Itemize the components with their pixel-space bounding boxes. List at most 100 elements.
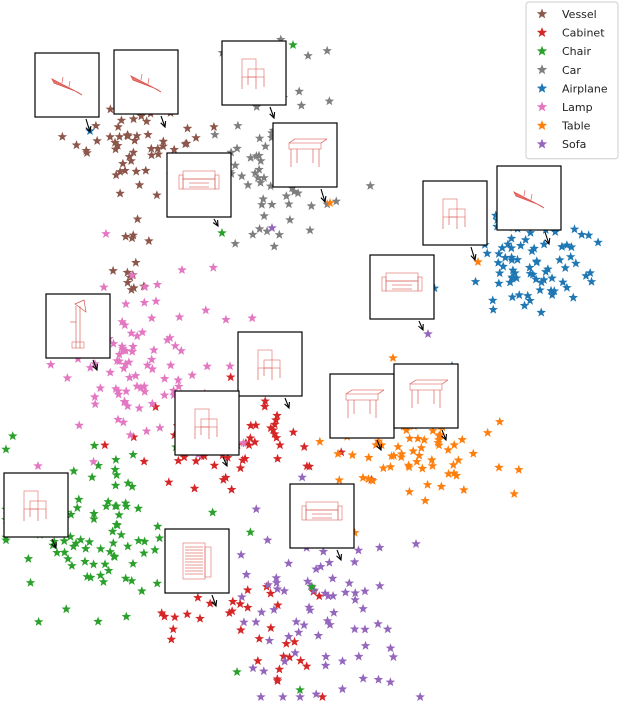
vessel-point [92,135,102,145]
thumbnail-sketch-vessel [51,76,83,96]
sofa-point [360,640,371,650]
sofa-point [328,591,338,600]
airplane-point [506,243,517,253]
airplane-point [524,262,535,272]
car-point [230,238,240,248]
lamp-point [140,386,150,396]
vessel-point [128,230,138,240]
table-point [315,436,325,446]
car-point [232,143,242,153]
sofa-point [353,545,364,555]
thumbnail-frame [34,52,100,118]
cabinet-point [273,600,283,610]
airplane-point [583,230,594,240]
sofa-point [269,604,279,614]
thumbnail-vessel-1 [34,52,100,134]
vessel-point [116,115,127,125]
airplane-point [507,272,517,282]
cabinet-point [193,592,203,602]
lamp-point [140,282,150,291]
sofa-point [337,656,348,666]
legend-label-table: Table [561,120,591,133]
chair-point [232,667,242,676]
car-point [259,211,269,221]
cabinet-point [301,661,312,671]
airplane-point [571,258,581,268]
chair-point [307,582,317,591]
thumbnail-frame [164,528,230,594]
cabinet-point [226,484,237,494]
airplane-point [536,277,547,287]
chair-point [72,502,83,512]
cabinet-point [195,613,205,623]
car-point [254,224,265,233]
chair-point [95,543,106,553]
table-point [449,440,459,450]
car-point [251,101,262,111]
lamp-point [128,341,138,351]
airplane-point [497,242,507,252]
airplane-point [586,276,597,286]
chair-point [110,501,120,511]
chair-point [33,616,44,626]
cabinet-point [129,432,139,442]
chair-point [67,560,77,570]
car-point [257,199,267,209]
vessel-point [141,116,152,126]
table-point [417,463,428,473]
legend-marker-airplane [536,82,548,93]
sofa-point [320,588,330,598]
airplane-point [557,241,567,251]
chair-point [65,531,76,541]
thumbnail-frame [393,363,459,429]
thumbnail-frame [496,165,562,231]
table-point [459,485,469,494]
car-point [322,45,332,55]
table-point [509,488,519,498]
cabinet-point [238,455,248,465]
lamp-point [125,430,136,440]
lamp-point [173,375,183,385]
vessel-point [105,132,115,141]
table-point [443,468,454,478]
vessel-point [122,130,132,140]
cabinet-point [218,474,229,484]
sofa-point [302,576,313,586]
cabinet-point [269,429,280,438]
airplane-point [508,265,518,275]
thumbnail-sketch-chair [257,349,281,380]
vessel-point [209,122,219,131]
thumbnail-arrow [418,320,424,331]
lamp-point [174,381,184,391]
chair-point [74,494,84,504]
sofa-point [327,573,338,583]
cabinet-point [221,472,231,482]
arrow-head [211,599,218,608]
airplane-point [547,273,557,283]
cabinet-point [288,427,299,437]
vessel-point [158,136,168,146]
sofa-point [385,677,396,687]
chair-point [139,536,150,546]
lamp-point [137,327,148,337]
sofa-point [423,329,433,338]
cabinet-point [159,611,170,621]
thumbnail-arrow [544,231,550,245]
thumbnail-vessel-3 [166,152,232,228]
airplane-point [519,300,530,310]
cabinet-point [272,410,282,420]
sofa-point [385,643,396,653]
sofa-point [316,561,326,571]
car-point [331,196,341,206]
airplane-point [577,229,587,239]
car-point [254,164,264,174]
lamp-point [225,361,235,371]
legend-label-vessel: Vessel [562,8,597,21]
vessel-point [153,149,164,159]
legend-marker-vessel [536,8,548,19]
cabinet-point [265,588,276,598]
cabinet-point [139,456,149,466]
thumbnail-sketch-chair [194,408,218,439]
lamp-point [118,345,129,355]
vessel-point [152,190,162,200]
